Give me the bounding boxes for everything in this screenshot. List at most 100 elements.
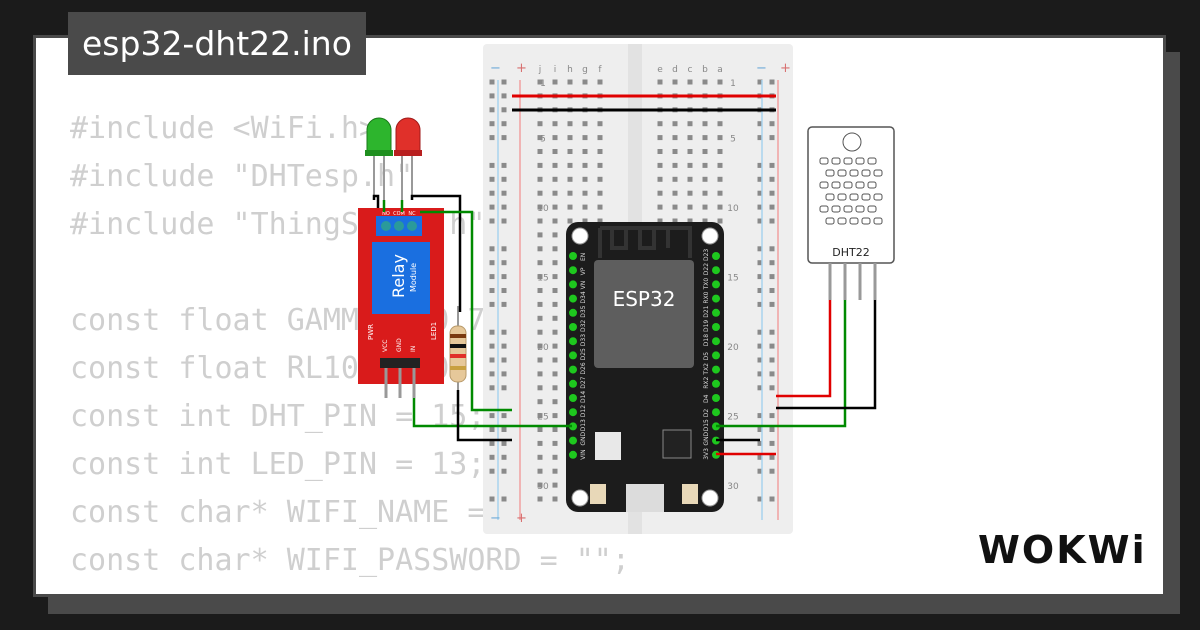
bb-row-number: 30 — [537, 482, 549, 492]
esp32-pin-label: TX0 — [703, 278, 710, 291]
bb-row-number: 15 — [727, 274, 738, 284]
relay-box — [372, 242, 430, 314]
relay-top-pin-label: COM — [393, 211, 405, 217]
bb-col-letter: h — [567, 65, 573, 75]
esp32-pin-label: RX2 — [703, 377, 710, 389]
relay-bottom-pin-label: IN — [410, 346, 417, 352]
esp32-pin — [712, 394, 720, 402]
esp32-pin-label: RX0 — [703, 291, 710, 303]
esp32-pin — [569, 365, 577, 374]
relay-led-label: LED1 — [430, 322, 438, 340]
relay-bottom-pin-label: VCC — [382, 340, 389, 352]
esp32-pin — [712, 323, 720, 331]
wire-relay-in — [412, 398, 572, 428]
code-line: #include <WiFi.h> — [70, 111, 378, 146]
bb-row-number: 10 — [537, 204, 549, 214]
esp32-pin-label: D22 — [703, 263, 710, 275]
dht22-grille — [819, 157, 883, 225]
relay-top-pin-label: NC — [408, 211, 416, 217]
esp32-pin-label: EN — [580, 253, 587, 261]
bb-row-number: 20 — [537, 343, 549, 353]
bb-col-letter: g — [582, 65, 588, 75]
bb-row-number: 25 — [537, 413, 548, 423]
bb-col-letter: d — [672, 65, 678, 75]
esp32-pin — [569, 294, 577, 303]
esp32-pin-label: D18 — [703, 334, 710, 346]
esp32-pin — [569, 422, 577, 431]
rail-minus-label: − — [490, 61, 501, 76]
bb-col-letter: c — [688, 65, 693, 75]
esp32-pin — [712, 252, 720, 260]
bb-row-number: 30 — [727, 482, 739, 492]
bb-col-letter: j — [538, 65, 542, 75]
esp32-pin-label: D34 — [580, 291, 587, 303]
esp32-pin — [712, 351, 720, 360]
rail-minus-label-right: − — [756, 61, 767, 76]
esp32-pin-label: D25 — [580, 348, 587, 360]
relay-bottom-pin-label: GND — [396, 338, 403, 352]
esp32-pin — [569, 408, 577, 417]
project-title: esp32-dht22.ino — [68, 12, 366, 75]
rail-minus-label-bottom: − — [490, 511, 501, 526]
relay-sublabel: Module — [409, 263, 418, 292]
esp32-pin — [712, 337, 720, 346]
wire-dht-data — [716, 300, 847, 428]
relay-label: Relay — [389, 254, 408, 298]
esp32-pin-label: VN — [580, 281, 587, 290]
bb-row-number: 20 — [727, 343, 739, 353]
code-line: const char* WIFI_PASSWORD = ""; — [70, 543, 630, 578]
wokwi-logo: WOKWi — [978, 528, 1147, 572]
esp32-pin-label: D23 — [703, 249, 710, 261]
esp32-pin — [712, 266, 720, 275]
esp32-pin-label: D15 — [703, 419, 710, 431]
bb-col-letter: b — [702, 65, 708, 75]
esp32-pin-label: GND — [580, 431, 587, 445]
rail-plus-label-right: + — [780, 61, 791, 76]
rail-plus-label: + — [516, 61, 527, 76]
code-line: const int LED_PIN = 13; — [70, 447, 486, 482]
code-line: const int myChannelNumber = 2422834; — [70, 585, 756, 594]
esp32-pin-label: D4 — [703, 394, 710, 403]
esp32-pin — [569, 252, 577, 260]
esp32-pin-label: D12 — [580, 405, 587, 417]
esp32-pin — [569, 379, 577, 388]
esp32-pin — [569, 351, 577, 360]
esp32-pin — [569, 436, 577, 445]
esp32-pin-label: 3V3 — [703, 448, 710, 460]
bb-col-letter: f — [598, 65, 602, 75]
bb-row-number: 15 — [537, 274, 548, 284]
esp32-pin-label: D26 — [580, 362, 587, 374]
esp32-board: ESP32 ENVPVND34D35D32D33D25D26D27D14D12D… — [566, 222, 724, 512]
esp32-pin — [712, 379, 720, 388]
relay-top-pin-label: NO — [382, 211, 390, 217]
esp32-pin — [569, 280, 577, 289]
esp32-pin — [569, 308, 577, 317]
bb-row-number: 1 — [540, 79, 546, 89]
dht22-sensor: DHT22 — [807, 126, 895, 300]
esp32-pin-label: GND — [703, 431, 710, 445]
esp32-pin — [712, 280, 720, 289]
esp32-pin-label: D32 — [580, 320, 587, 332]
wire-resistor-gnd — [456, 390, 512, 442]
resistor — [449, 306, 467, 390]
esp32-pin — [712, 294, 720, 303]
rail-plus-label-bottom: + — [516, 511, 527, 526]
wire-dht-vcc — [776, 300, 832, 398]
wire-dht-gnd — [776, 300, 877, 410]
wire-led-black-resistor — [410, 194, 462, 312]
esp32-pin-label: TX2 — [703, 363, 710, 376]
wire-led-green-black — [372, 194, 380, 208]
esp32-pins: ENVPVND34D35D32D33D25D26D27D14D12D13GNDV… — [569, 249, 720, 460]
esp32-pin-label: D35 — [580, 305, 587, 317]
led-green — [365, 117, 393, 200]
esp32-pin — [569, 266, 577, 275]
esp32-label: ESP32 — [613, 287, 676, 311]
esp32-pin — [569, 323, 577, 331]
esp32-pin-label: D33 — [580, 334, 587, 346]
esp32-pin-label: D5 — [703, 352, 710, 361]
